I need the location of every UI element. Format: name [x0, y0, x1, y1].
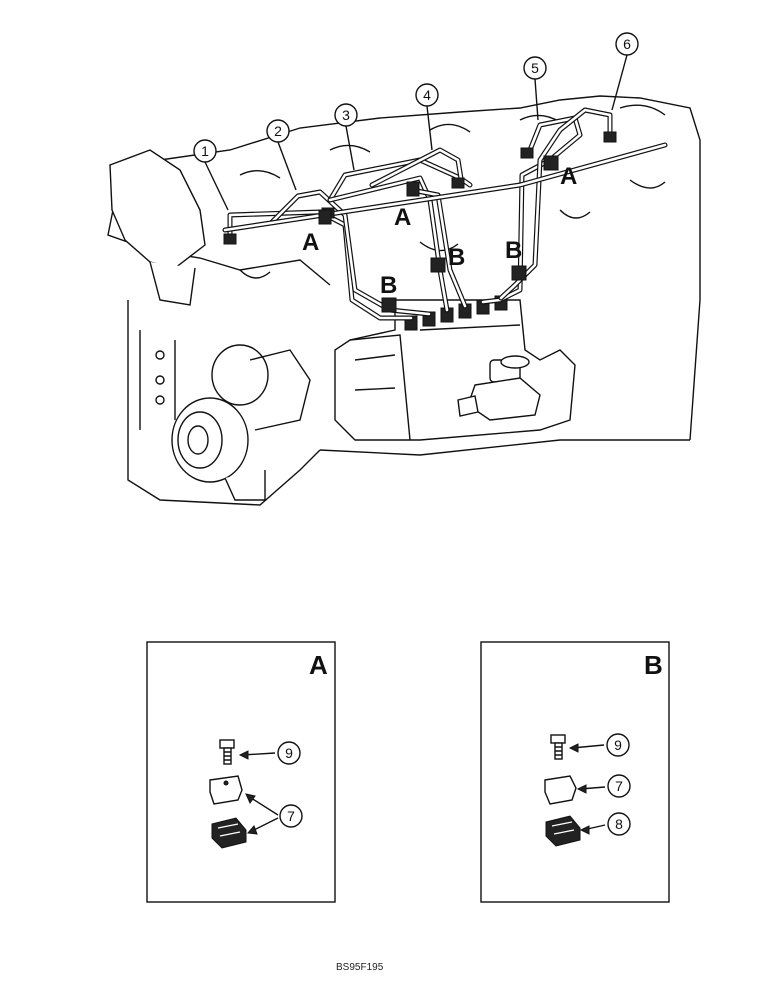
clamp-letter-b: B	[505, 237, 522, 264]
clamp-lower-icon	[211, 817, 247, 849]
engine-block	[107, 95, 701, 506]
detail-a-callout-7: 7	[287, 808, 295, 824]
detail-box-b: B 9 7 8	[480, 641, 670, 903]
callouts-main: 1 2 3 4 5 6	[193, 32, 639, 211]
detail-b-letter: B	[644, 650, 663, 680]
clamp-a	[406, 181, 420, 197]
callout-5: 5	[531, 60, 539, 76]
callout-3: 3	[342, 107, 350, 123]
clamp-upper-icon	[209, 775, 243, 805]
figure-code: BS95F195	[336, 962, 384, 973]
callout-6: 6	[623, 36, 631, 52]
callout-2: 2	[274, 123, 282, 139]
clamp-lower-icon	[545, 815, 581, 847]
clamp-letter-b: B	[448, 244, 465, 271]
clamp-letter-a: A	[394, 204, 411, 231]
detail-a-callout-9: 9	[285, 745, 293, 761]
detail-b-callout-9: 9	[614, 737, 622, 753]
clamp-b	[430, 257, 446, 273]
detail-b-callout-8: 8	[615, 816, 623, 832]
callout-4: 4	[423, 87, 431, 103]
detail-box-a: A 9 7	[146, 641, 336, 903]
injection-pump	[334, 295, 576, 441]
clamp-a	[318, 209, 332, 225]
clamp-letter-a: A	[560, 163, 577, 190]
clamp-upper-icon	[544, 775, 577, 805]
clamp-b	[511, 265, 527, 281]
clamp-a	[543, 155, 559, 171]
clamp-letter-a: A	[302, 229, 319, 256]
bolt-icon	[219, 739, 235, 765]
clamp-letter-b: B	[380, 272, 397, 299]
detail-a-letter: A	[309, 650, 328, 680]
clamp-b	[381, 297, 397, 313]
detail-b-callout-7: 7	[615, 778, 623, 794]
clamp-letters: A B A B B A	[302, 163, 577, 299]
callout-1: 1	[201, 143, 209, 159]
bolt-icon	[550, 734, 566, 760]
injector-pipes	[222, 107, 668, 321]
